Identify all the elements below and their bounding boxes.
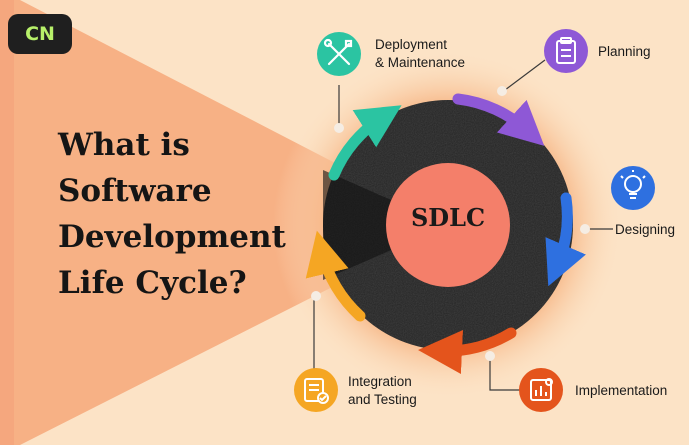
step-integration-line-2: and Testing (348, 392, 417, 407)
step-implementation-line-1: Implementation (575, 383, 668, 398)
title-line-2: Software (58, 173, 212, 209)
icon-deployment (317, 32, 361, 76)
wheel-shade (323, 170, 448, 280)
dot-planning (497, 86, 507, 96)
cn-logo: CN (8, 14, 72, 54)
logo-text: CN (25, 23, 55, 45)
title-line-1: What is (58, 127, 190, 163)
light-beam (0, 0, 455, 445)
step-deployment-line-2: & Maintenance (375, 55, 466, 70)
icon-integration (294, 368, 338, 412)
arrow-planning (452, 93, 545, 146)
dot-designing (580, 224, 590, 234)
sdlc-center-label: SDLC (410, 203, 486, 232)
title-line-3: Development (58, 219, 286, 255)
step-integration-line-1: Integration (348, 374, 412, 389)
step-planning: Planning (598, 43, 651, 61)
icon-implementation (519, 368, 563, 412)
gear-chart-icon (530, 378, 553, 401)
title-line-4: Life Cycle? (58, 265, 247, 301)
icon-planning (544, 29, 588, 73)
step-designing: Designing (615, 221, 675, 239)
connector-implementation (489, 355, 520, 391)
dot-deployment (334, 123, 344, 133)
icon-designing (611, 166, 655, 210)
tools-icon (323, 38, 353, 66)
connector-planning (504, 59, 546, 91)
checklist-icon (304, 378, 329, 404)
dot-integration (311, 291, 321, 301)
lightbulb-icon (620, 170, 646, 199)
connector-dots (311, 86, 590, 361)
step-implementation: Implementation (575, 382, 667, 400)
left-dotted-strip (0, 0, 14, 445)
arrow-implementation (418, 327, 517, 374)
step-deployment: Deployment & Maintenance (375, 36, 465, 72)
step-deployment-line-1: Deployment (375, 37, 448, 52)
clipboard-icon (556, 37, 576, 64)
arrow-deployment (328, 105, 402, 181)
arrow-integration (305, 230, 366, 322)
arrow-designing (545, 192, 586, 287)
step-planning-line-1: Planning (598, 44, 651, 59)
dot-implementation (485, 351, 495, 361)
sdlc-center-disc (386, 163, 510, 287)
step-designing-line-1: Designing (615, 222, 676, 237)
step-integration: Integration and Testing (348, 373, 417, 409)
